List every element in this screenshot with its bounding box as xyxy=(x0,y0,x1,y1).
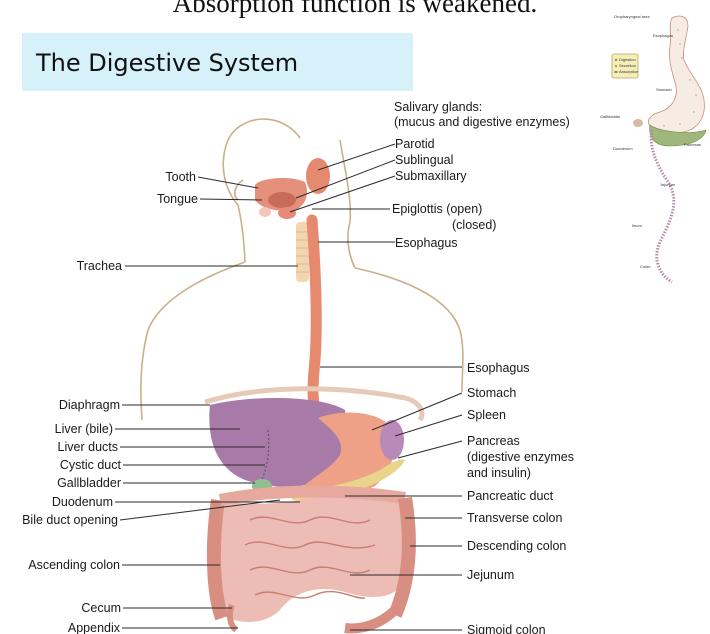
inset-label-colon: Colon xyxy=(640,264,650,269)
label-spleen: Spleen xyxy=(467,408,506,422)
left-labels: Tooth Tongue Trachea Diaphragm Liver (bi… xyxy=(22,170,198,634)
inset-diagram: Digestion Secretion Absorption Oropharyn… xyxy=(600,14,706,282)
inset-label-esophagus: Esophagus xyxy=(653,33,673,38)
label-pancreatic-duct: Pancreatic duct xyxy=(467,489,554,503)
label-pancreas: Pancreas xyxy=(467,434,520,448)
label-gallbladder: Gallbladder xyxy=(57,476,121,490)
label-sigmoid-colon: Sigmoid colon xyxy=(467,623,546,634)
label-trachea: Trachea xyxy=(77,259,122,273)
label-esophagus-upper: Esophagus xyxy=(395,236,458,250)
label-liver-ducts: Liver ducts xyxy=(58,440,118,454)
inset-small-intestine xyxy=(651,130,674,282)
inset-label-oropharyngeal: Oropharyngeal area xyxy=(614,14,650,19)
inset-label-pancreas: Pancreas xyxy=(684,142,701,147)
label-stomach: Stomach xyxy=(467,386,516,400)
label-pancreas-enzymes: (digestive enzymes xyxy=(467,450,574,464)
label-liver: Liver (bile) xyxy=(55,422,113,436)
label-cecum: Cecum xyxy=(81,601,121,615)
label-bile-duct-opening: Bile duct opening xyxy=(22,513,118,527)
inset-gallbladder xyxy=(633,119,643,127)
label-salivary-note: (mucus and digestive enzymes) xyxy=(394,115,570,129)
label-epiglottis-open: Epiglottis (open) xyxy=(392,202,482,216)
intestines xyxy=(214,492,410,631)
label-tooth: Tooth xyxy=(165,170,196,184)
inset-label-ileum: Ileum xyxy=(632,223,642,228)
inset-legend-digestion: Digestion xyxy=(619,57,636,62)
label-duodenum: Duodenum xyxy=(52,495,113,509)
label-pancreas-insulin: and insulin) xyxy=(467,466,531,480)
label-epiglottis-closed: (closed) xyxy=(452,218,496,232)
label-transverse-colon: Transverse colon xyxy=(467,511,562,525)
label-submaxillary: Submaxillary xyxy=(395,169,467,183)
label-parotid: Parotid xyxy=(395,137,435,151)
label-sublingual: Sublingual xyxy=(395,153,453,167)
label-esophagus-lower: Esophagus xyxy=(467,361,530,375)
inset-legend-secretion: Secretion xyxy=(619,63,636,68)
label-appendix: Appendix xyxy=(68,621,121,634)
label-jejunum: Jejunum xyxy=(467,568,514,582)
label-ascending-colon: Ascending colon xyxy=(28,558,120,572)
inset-label-duodenum: Duodenum xyxy=(613,146,633,151)
label-descending-colon: Descending colon xyxy=(467,539,566,553)
inset-label-jejunum: Jejunum xyxy=(660,182,676,187)
label-tongue: Tongue xyxy=(157,192,198,206)
trachea xyxy=(296,222,309,282)
label-salivary-glands: Salivary glands: xyxy=(394,100,482,114)
label-cystic-duct: Cystic duct xyxy=(60,458,122,472)
inset-label-gallbladder: Gallbladder xyxy=(600,114,621,119)
spleen xyxy=(380,420,404,460)
inset-label-stomach: Stomach xyxy=(656,87,672,92)
label-diaphragm: Diaphragm xyxy=(59,398,120,412)
inset-legend-absorption: Absorption xyxy=(619,69,638,74)
mouth-region xyxy=(255,158,330,219)
